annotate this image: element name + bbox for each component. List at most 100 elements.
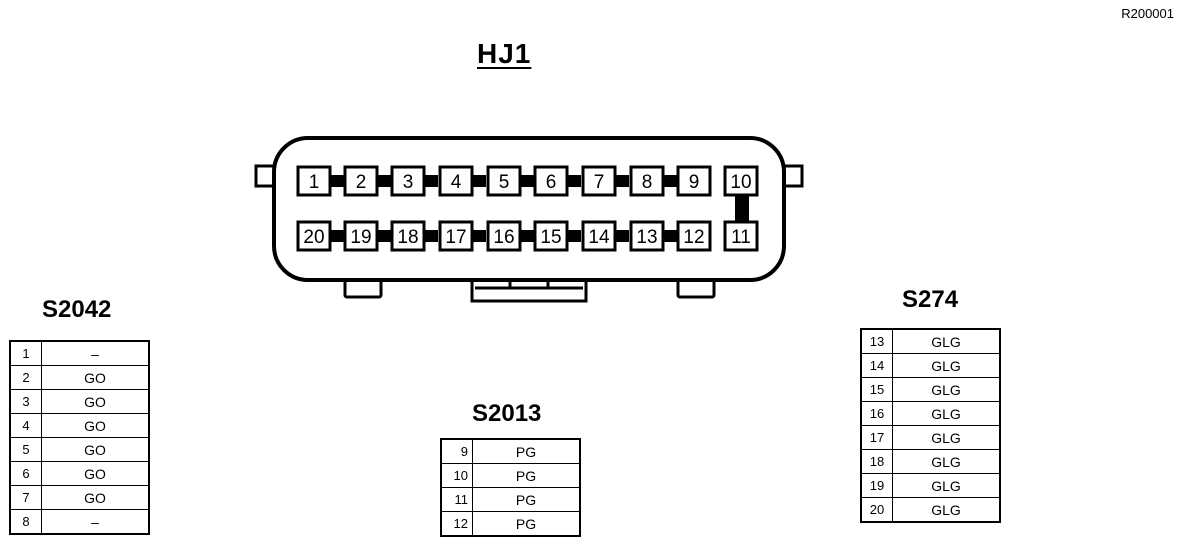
pin-number: 15 <box>860 377 893 402</box>
diagram-reference: R200001 <box>1121 6 1174 21</box>
pin-cavity: 15 <box>533 220 569 252</box>
pin-separator <box>613 230 629 242</box>
pin-separator <box>470 230 486 242</box>
pin-label: 16 <box>493 227 514 248</box>
pin-number: 6 <box>9 461 42 486</box>
pin-cavity: 4 <box>438 165 474 197</box>
pin-label: 10 <box>730 172 751 193</box>
pin-label: 8 <box>642 172 653 193</box>
pin-number: 3 <box>9 389 42 414</box>
wire-color: GLG <box>892 401 1001 426</box>
pin-cavity: 5 <box>486 165 522 197</box>
pin-number: 14 <box>860 353 893 378</box>
wire-color: GLG <box>892 353 1001 378</box>
pin-separator <box>661 230 677 242</box>
pin-cavity: 2 <box>343 165 379 197</box>
pin-cavity: 1 <box>296 165 332 197</box>
connector-title: HJ1 <box>477 38 532 69</box>
wire-color: – <box>41 340 150 366</box>
wire-color: GO <box>41 413 150 438</box>
wire-color: PG <box>472 438 581 464</box>
pin-label: 20 <box>303 227 324 248</box>
wire-color: GLG <box>892 328 1001 354</box>
pin-separator <box>375 230 391 242</box>
wire-color: GO <box>41 365 150 390</box>
splice-title-s274: S274 <box>902 286 959 313</box>
pin-label: 14 <box>588 227 610 248</box>
wire-color: GO <box>41 461 150 486</box>
wire-color: GO <box>41 389 150 414</box>
pin-number: 12 <box>440 511 473 537</box>
pin-separator <box>518 175 534 187</box>
wire-color: GO <box>41 485 150 510</box>
wire-color: PG <box>472 487 581 512</box>
pin-cavity: 8 <box>629 165 665 197</box>
wire-color: PG <box>472 463 581 488</box>
connector-body <box>272 136 786 282</box>
splice-title-s2013: S2013 <box>472 400 542 427</box>
pin-number: 17 <box>860 425 893 450</box>
pin-cavity: 7 <box>581 165 617 197</box>
pin-label: 9 <box>689 172 700 193</box>
pin-separator <box>565 175 581 187</box>
pin-cavity: 9 <box>676 165 712 197</box>
pin-separator <box>518 230 534 242</box>
pin-cavity: 13 <box>629 220 665 252</box>
wire-color: GLG <box>892 449 1001 474</box>
wire-color: GO <box>41 437 150 462</box>
pin-label: 19 <box>350 227 371 248</box>
pin-cavity: 12 <box>676 220 712 252</box>
pin-label: 3 <box>403 172 414 193</box>
pin-separator <box>422 230 438 242</box>
pin-label: 5 <box>499 172 510 193</box>
wire-color: – <box>41 509 150 535</box>
pin-cavity: 20 <box>296 220 332 252</box>
pin-separator <box>613 175 629 187</box>
table-row: 8– <box>9 509 150 535</box>
pin-number: 19 <box>860 473 893 498</box>
pin-number: 8 <box>9 509 42 535</box>
pin-separator <box>470 175 486 187</box>
splice-title-s2042: S2042 <box>42 296 112 323</box>
pin-cavity: 10 <box>723 165 759 197</box>
pin-cavity: 17 <box>438 220 474 252</box>
pin-number: 16 <box>860 401 893 426</box>
wire-color: GLG <box>892 473 1001 498</box>
pin-separator <box>661 175 677 187</box>
pin-cavity: 11 <box>723 220 759 252</box>
pin-cavity: 14 <box>581 220 617 252</box>
pin-number: 18 <box>860 449 893 474</box>
pin-label: 1 <box>309 172 320 193</box>
pin-number: 11 <box>440 487 473 512</box>
pin-cavity: 18 <box>390 220 426 252</box>
pin-label: 2 <box>356 172 367 193</box>
table-row: 1– <box>9 340 150 366</box>
pin-number: 1 <box>9 340 42 366</box>
pin-label: 13 <box>636 227 657 248</box>
pin-label: 17 <box>445 227 466 248</box>
pin-label: 11 <box>731 227 751 248</box>
wire-color: GLG <box>892 377 1001 402</box>
pin-number: 13 <box>860 328 893 354</box>
pin-cavity: 16 <box>486 220 522 252</box>
pin-number: 7 <box>9 485 42 510</box>
pin-number: 10 <box>440 463 473 488</box>
